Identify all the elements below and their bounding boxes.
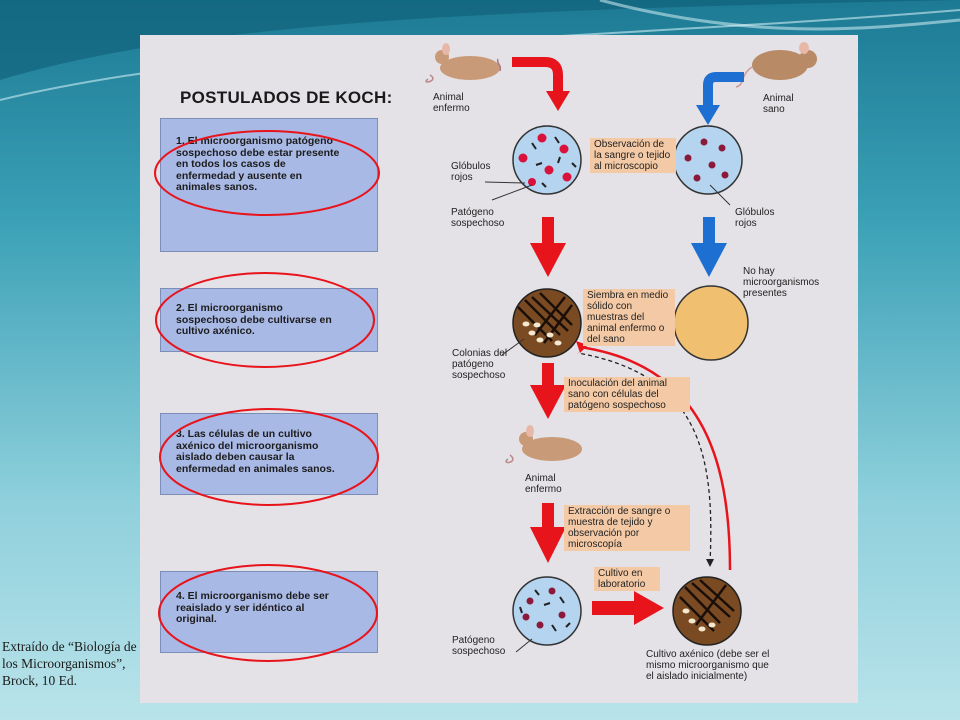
postulate-1-text: 1. El microorganismo patógeno sospechoso…	[176, 135, 340, 193]
source-credit: Extraído de “Biología de los Microorgani…	[2, 639, 137, 688]
sick-mouse-middle-icon	[505, 425, 582, 464]
label-animal-sano: Animal sano	[763, 93, 794, 115]
red-arrow-down-2	[530, 363, 566, 419]
note-cultivo-laboratorio: Cultivo en laboratorio	[594, 567, 660, 591]
postulate-4-text: 4. El microorganismo debe ser reaislado …	[176, 590, 329, 625]
label-globulos-rojos-left: Glóbulos rojos	[451, 161, 491, 183]
red-arrow-down-1	[530, 217, 566, 277]
note-inoculacion: Inoculación del animal sano con células …	[564, 377, 690, 412]
label-animal-enfermo-middle: Animal enfermo	[525, 473, 562, 495]
blood-smear-reisolated-petri	[512, 576, 582, 646]
red-arrow-right	[592, 591, 664, 625]
label-no-hay-microorganismos: No hay microorganismos presentes	[743, 266, 820, 299]
postulate-box-3	[160, 413, 378, 495]
koch-figure-panel: POSTULADOS DE KOCH: 1. El microorganismo…	[140, 35, 858, 703]
colony-culture-petri	[512, 288, 582, 358]
label-animal-enfermo-top: Animal enfermo	[433, 92, 470, 114]
postulate-2-text: 2. El microorganismo sospechoso debe cul…	[176, 302, 332, 337]
label-globulos-rojos-right: Glóbulos rojos	[735, 207, 775, 229]
axenic-culture-petri	[672, 576, 742, 646]
figure-title: POSTULADOS DE KOCH:	[180, 88, 393, 107]
note-extraccion: Extracción de sangre o muestra de tejido…	[564, 505, 690, 551]
note-siembra: Siembra en medio sólido con muestras del…	[583, 289, 675, 346]
blue-arrow-down	[691, 217, 727, 277]
koch-diagram-graphics	[154, 42, 817, 662]
postulate-box-2	[160, 288, 378, 352]
highlight-ellipse-1	[154, 130, 380, 216]
label-colonias: Colonias del patógeno sospechoso	[452, 348, 508, 381]
blue-arrow-top	[696, 72, 744, 125]
label-patogeno-sospechoso-bottom: Patógeno sospechoso	[452, 635, 506, 657]
sterile-agar-petri	[673, 285, 749, 361]
red-feedback-line	[579, 345, 732, 571]
label-patogeno-sospechoso-top: Patógeno sospechoso	[451, 207, 505, 229]
highlight-ellipse-3	[159, 408, 379, 506]
blood-smear-sick-petri	[512, 125, 582, 195]
postulate-3-text: 3. Las células de un cultivo axénico del…	[176, 428, 335, 475]
label-cultivo-axenico: Cultivo axénico (debe ser el mismo micro…	[646, 649, 770, 682]
highlight-ellipse-4	[158, 564, 378, 662]
note-observacion: Observación de la sangre o tejido al mic…	[590, 138, 676, 173]
red-arrow-top	[512, 57, 570, 111]
sick-mouse-top-icon	[425, 43, 502, 83]
healthy-mouse-icon	[735, 42, 817, 88]
highlight-ellipse-2	[155, 272, 375, 368]
blood-smear-healthy-petri	[673, 125, 743, 195]
red-arrow-down-3	[530, 503, 566, 563]
